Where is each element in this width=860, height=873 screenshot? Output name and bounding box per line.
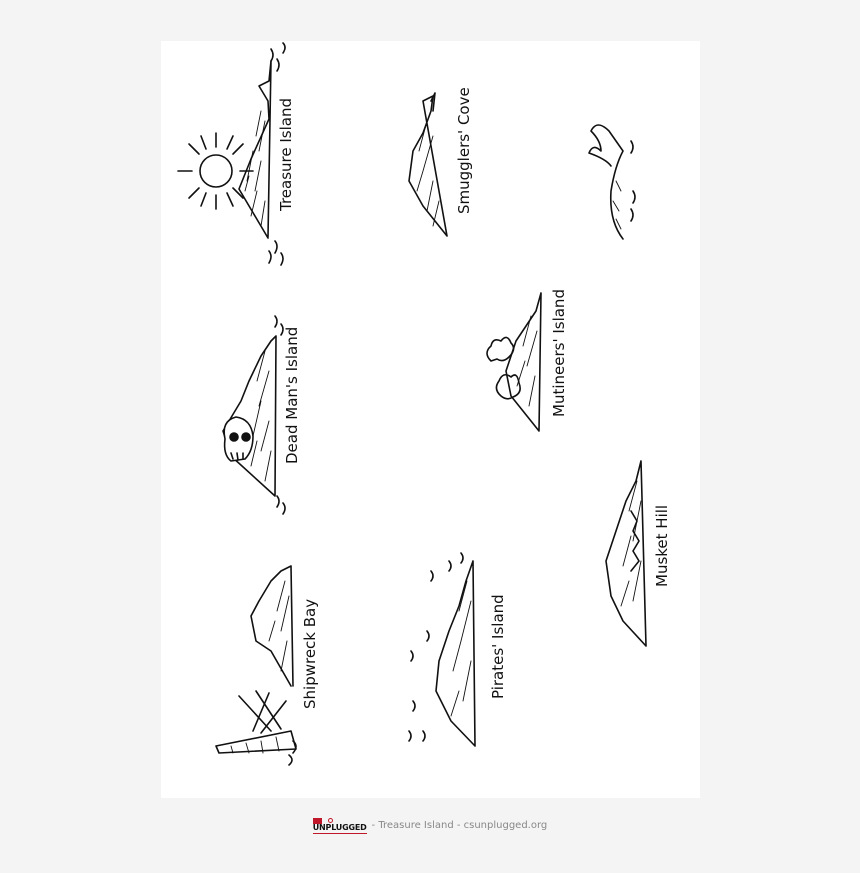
musket-hill-drawing: [605, 460, 647, 647]
footer-caption: - Treasure Island - csunplugged.org: [371, 820, 548, 831]
sun-icon: [199, 154, 233, 188]
shipwreck-bay-drawing: [215, 565, 297, 766]
label-shipwreck-bay: Shipwreck Bay: [301, 598, 319, 709]
logo-text: UNPLUGGED: [312, 823, 367, 834]
label-treasure-island: Treasure Island: [277, 98, 295, 211]
dead-mans-island-drawing: [222, 315, 286, 515]
label-dead-mans-island: Dead Man's Island: [283, 326, 301, 464]
logo-dot-icon: [327, 818, 333, 823]
pirates-island-drawing: [408, 552, 476, 747]
label-smugglers-cove: Smugglers' Cove: [455, 87, 473, 214]
unplugged-logo: UNPLUGGED: [312, 817, 367, 834]
page-footer: UNPLUGGED - Treasure Island - csunplugge…: [0, 817, 860, 834]
whale-tail-drawing: [588, 124, 636, 240]
logo-mark-icon: [312, 817, 322, 824]
label-mutineers-island: Mutineers' Island: [550, 289, 568, 417]
label-musket-hill: Musket Hill: [653, 504, 671, 587]
island-illustrations: [177, 42, 647, 766]
treasure-island-drawing: [177, 42, 286, 266]
mutineers-island-drawing: [486, 292, 542, 432]
smugglers-cove-drawing: [408, 92, 448, 237]
worksheet-page: Treasure Island Dead Man's Island Shipwr…: [161, 41, 700, 798]
label-pirates-island: Pirates' Island: [489, 594, 507, 699]
